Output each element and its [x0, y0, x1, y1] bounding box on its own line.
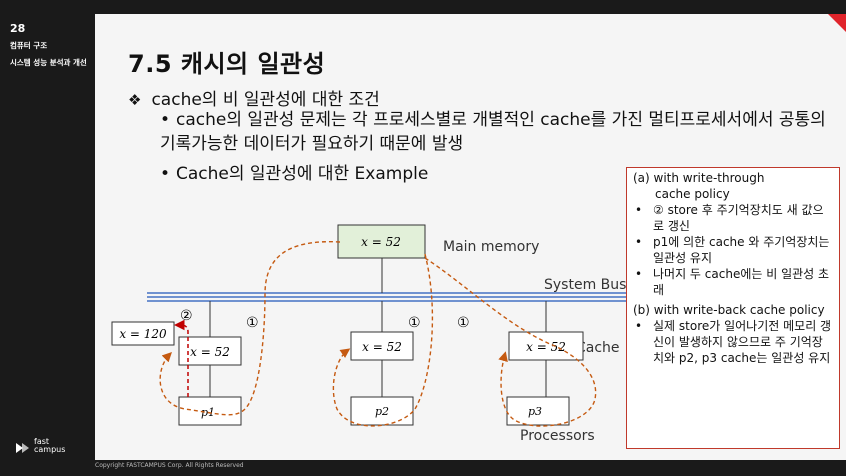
step-1-label-b: ①	[408, 315, 421, 331]
processor-label-3: p3	[528, 405, 542, 418]
callout-b-list: 실제 store가 일어나기전 메모리 갱신이 발생하지 않으므로 주 기억장치…	[633, 318, 833, 366]
callout-a-title-2: cache policy	[655, 187, 730, 201]
step-2-label: ②	[180, 308, 193, 324]
bullet-2: •cache의 일관성 문제는 각 프로세스별로 개별적인 cache를 가진 …	[160, 110, 826, 154]
slide-title: 7.5 캐시의 일관성	[128, 50, 326, 78]
cache-label: Cache	[576, 340, 620, 356]
page-number: 28	[10, 22, 26, 35]
processor-box-1	[178, 396, 242, 426]
cache-value-3: x = 52	[526, 340, 566, 354]
list-item: 나머지 두 cache에는 비 일관성 초래	[633, 266, 833, 298]
read-path-1	[159, 241, 341, 416]
course-title: 컴퓨터 구조	[10, 41, 48, 50]
list-item: p1에 의한 cache 와 주기억장치는 일관성 유지	[633, 234, 833, 266]
corner-accent	[828, 14, 846, 32]
bullet-1: ❖cache의 비 일관성에 대한 조건	[128, 90, 380, 110]
cache-box-1	[178, 336, 242, 366]
processor-box-2	[350, 396, 414, 426]
logo-icon	[16, 443, 29, 453]
step-1-label-a: ①	[246, 315, 259, 331]
system-bus	[147, 292, 635, 302]
write-value-box	[111, 321, 175, 346]
list-item: 실제 store가 일어나기전 메모리 갱신이 발생하지 않으므로 주 기억장치…	[633, 318, 833, 366]
bullet-3: •Cache의 일관성에 대한 Example	[160, 164, 429, 184]
slide: 7.5 캐시의 일관성 ❖cache의 비 일관성에 대한 조건 •cache의…	[95, 14, 846, 460]
policy-callout: (a) with write-through cache policy ② st…	[626, 167, 840, 449]
step-1-label-c: ①	[457, 315, 470, 331]
system-bus-label: System Bus	[544, 277, 626, 293]
cache-box-2	[350, 331, 414, 361]
processors-label: Processors	[520, 428, 595, 444]
processor-label-2: p2	[375, 405, 389, 418]
diamond-bullet-icon: ❖	[128, 91, 142, 109]
write-arrow	[174, 319, 189, 397]
read-path-2	[332, 253, 434, 427]
chapter-title: 시스템 성능 분석과 개선	[10, 58, 87, 67]
copyright: Copyright FASTCAMPUS Corp. All Rights Re…	[95, 462, 244, 469]
main-memory-label: Main memory	[443, 239, 539, 255]
main-memory-value: x = 52	[361, 235, 401, 249]
callout-a-title: (a) with write-through	[633, 171, 765, 185]
read-path-3	[424, 257, 597, 427]
list-item: ② store 후 주기억장치도 새 값으로 갱신	[633, 202, 833, 234]
cache-value-1: x = 52	[190, 345, 230, 359]
cache-coherence-diagram: x = 52 Main memory System Bus Cache Proc…	[111, 224, 635, 444]
cache-value-2: x = 52	[362, 340, 402, 354]
main-memory-box	[337, 224, 426, 259]
write-value: x = 120	[119, 327, 167, 341]
callout-a-list: ② store 후 주기억장치도 새 값으로 갱신 p1에 의한 cache 와…	[633, 202, 833, 298]
callout-b-title: (b) with write-back cache policy	[633, 303, 825, 317]
